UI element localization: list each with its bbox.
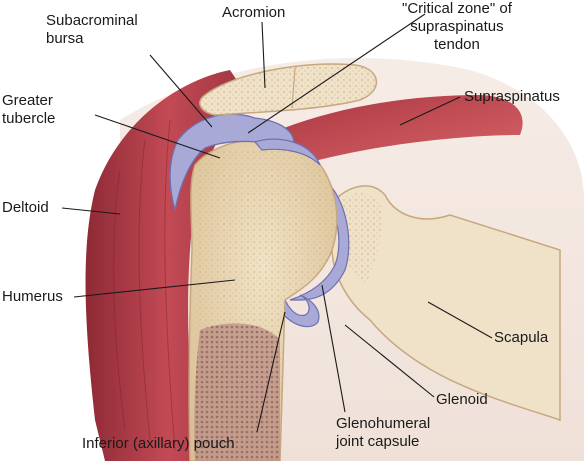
label-acromion: Acromion: [222, 4, 286, 21]
label-glenohumeral-capsule: Glenohumeral joint capsule: [336, 415, 431, 450]
inferior-pouch: [279, 289, 320, 328]
label-subacromial-bursa: Subacrominal bursa: [46, 12, 138, 47]
label-supraspinatus: Supraspinatus: [464, 88, 560, 105]
label-critical-zone: "Critical zone" of supraspinatus tendon: [402, 0, 512, 53]
label-scapula: Scapula: [494, 329, 549, 346]
subacromial-bursa: [169, 113, 295, 211]
label-humerus: Humerus: [2, 288, 63, 305]
deltoid-muscle: [85, 70, 250, 461]
label-greater-tubercle: Greater tubercle: [2, 92, 56, 127]
leader-lines: [61, 13, 493, 433]
label-inferior-pouch: Inferior (axillary) pouch: [82, 435, 235, 452]
label-glenoid: Glenoid: [436, 391, 488, 408]
scapula-bone: [331, 185, 561, 422]
supraspinatus-muscle: [255, 95, 523, 165]
label-deltoid: Deltoid: [2, 199, 49, 216]
